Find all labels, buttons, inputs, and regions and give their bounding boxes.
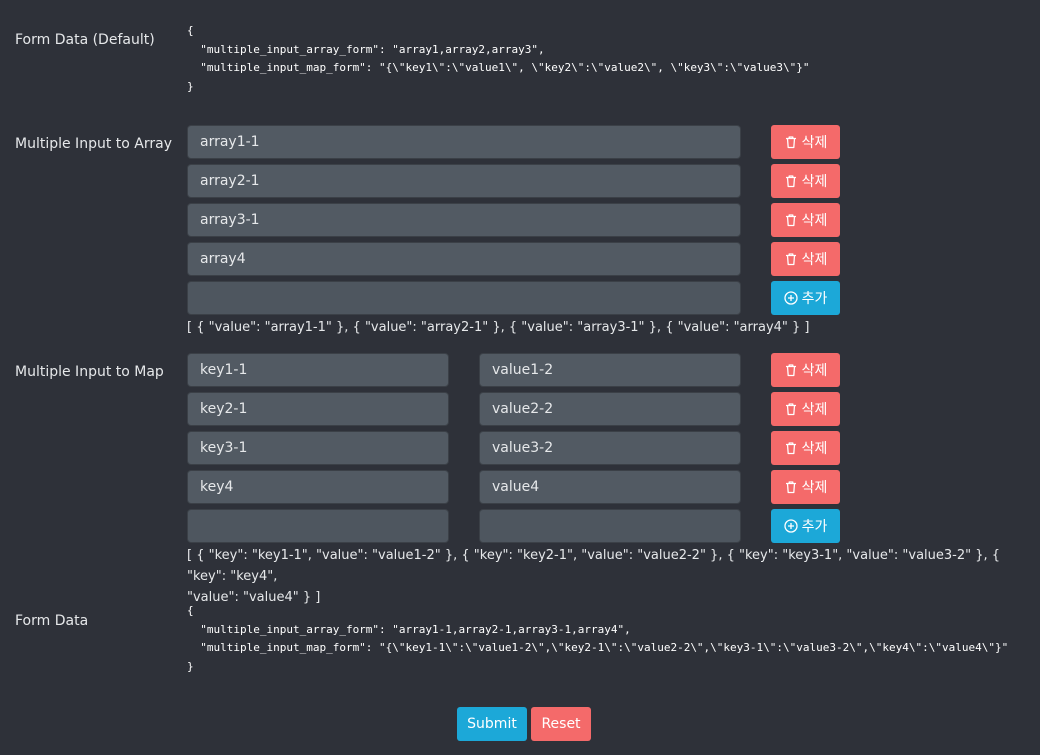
- array-value-input[interactable]: array4: [187, 242, 741, 276]
- form-data-code: { "multiple_input_array_form": "array1-1…: [187, 602, 1008, 676]
- default-form-data-label: Form Data (Default): [15, 32, 155, 48]
- default-form-data-code: { "multiple_input_array_form": "array1,a…: [187, 22, 810, 96]
- delete-label: 삭제: [801, 252, 828, 268]
- plus-circle-icon: [783, 519, 798, 533]
- plus-circle-icon: [783, 291, 798, 305]
- array-delete-button[interactable]: 삭제: [771, 242, 840, 276]
- map-new-value-input[interactable]: [479, 509, 741, 543]
- trash-icon: [784, 135, 798, 149]
- trash-icon: [784, 441, 798, 455]
- code-line: }: [187, 659, 194, 673]
- map-key-input[interactable]: key1-1: [187, 353, 449, 387]
- submit-button[interactable]: Submit: [457, 707, 527, 741]
- code-line: {: [187, 604, 194, 617]
- code-line: {: [187, 24, 194, 37]
- trash-icon: [784, 213, 798, 227]
- map-delete-button[interactable]: 삭제: [771, 431, 840, 465]
- trash-icon: [784, 252, 798, 266]
- array-delete-button[interactable]: 삭제: [771, 203, 840, 237]
- delete-label: 삭제: [801, 174, 828, 190]
- array-section-label: Multiple Input to Array: [15, 136, 172, 152]
- map-add-button[interactable]: 추가: [771, 509, 840, 543]
- map-delete-button[interactable]: 삭제: [771, 353, 840, 387]
- map-key-input[interactable]: key3-1: [187, 431, 449, 465]
- array-delete-button[interactable]: 삭제: [771, 164, 840, 198]
- map-value-input[interactable]: value1-2: [479, 353, 741, 387]
- map-new-key-input[interactable]: [187, 509, 449, 543]
- delete-label: 삭제: [801, 480, 828, 496]
- delete-label: 삭제: [801, 402, 828, 418]
- array-value-input[interactable]: array3-1: [187, 203, 741, 237]
- map-result-line: [ { "key": "key1-1", "value": "value1-2"…: [187, 548, 1001, 584]
- array-delete-button[interactable]: 삭제: [771, 125, 840, 159]
- map-value-input[interactable]: value2-2: [479, 392, 741, 426]
- add-label: 추가: [801, 291, 828, 307]
- array-new-value-input[interactable]: [187, 281, 741, 315]
- map-value-input[interactable]: value3-2: [479, 431, 741, 465]
- map-result-text: [ { "key": "key1-1", "value": "value1-2"…: [187, 545, 1040, 608]
- reset-button[interactable]: Reset: [531, 707, 591, 741]
- map-section-label: Multiple Input to Map: [15, 364, 164, 380]
- map-result-line: "value": "value4" } ]: [187, 590, 321, 605]
- delete-label: 삭제: [801, 135, 828, 151]
- array-add-button[interactable]: 추가: [771, 281, 840, 315]
- map-delete-button[interactable]: 삭제: [771, 470, 840, 504]
- code-line: "multiple_input_map_form": "{\"key1-1\":…: [187, 641, 1009, 654]
- array-result-text: [ { "value": "array1-1" }, { "value": "a…: [187, 320, 810, 335]
- trash-icon: [784, 363, 798, 377]
- array-value-input[interactable]: array2-1: [187, 164, 741, 198]
- map-delete-button[interactable]: 삭제: [771, 392, 840, 426]
- map-key-input[interactable]: key4: [187, 470, 449, 504]
- code-line: "multiple_input_array_form": "array1,arr…: [187, 42, 545, 56]
- delete-label: 삭제: [801, 441, 828, 457]
- code-line: "multiple_input_array_form": "array1-1,a…: [187, 622, 631, 636]
- map-value-input[interactable]: value4: [479, 470, 741, 504]
- form-data-label: Form Data: [15, 613, 89, 629]
- code-line: "multiple_input_map_form": "{\"key1\":\"…: [187, 61, 810, 74]
- delete-label: 삭제: [801, 363, 828, 379]
- code-line: }: [187, 79, 194, 93]
- trash-icon: [784, 480, 798, 494]
- delete-label: 삭제: [801, 213, 828, 229]
- add-label: 추가: [801, 519, 828, 535]
- array-value-input[interactable]: array1-1: [187, 125, 741, 159]
- map-key-input[interactable]: key2-1: [187, 392, 449, 426]
- trash-icon: [784, 174, 798, 188]
- trash-icon: [784, 402, 798, 416]
